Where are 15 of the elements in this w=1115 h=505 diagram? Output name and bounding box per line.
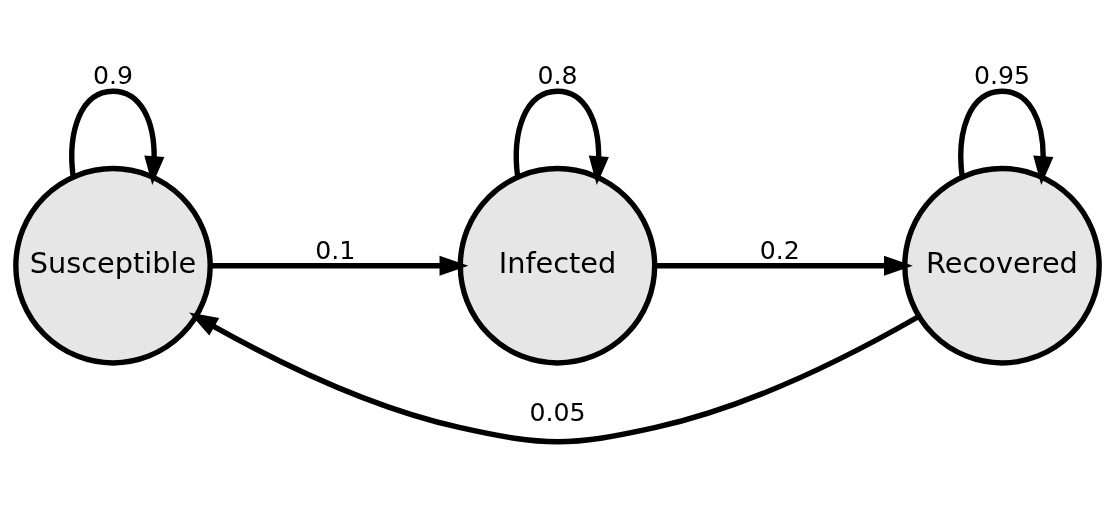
edge-label: 0.9: [92, 60, 134, 90]
arrow: [513, 88, 609, 185]
arrow: [654, 255, 913, 276]
edge-label: 0.8: [537, 60, 578, 90]
edge-label: 0.05: [529, 397, 586, 427]
arrow: [69, 88, 165, 185]
edge-label: 0.2: [759, 235, 800, 265]
node-circle: Infected: [457, 165, 658, 366]
arrow: [210, 255, 469, 276]
arrow: [189, 312, 921, 444]
arrow: [958, 88, 1054, 185]
edge-label: 0.1: [315, 235, 356, 265]
node-circle: Susceptible: [13, 165, 213, 366]
node-circle: Recovered: [902, 165, 1102, 366]
edge-label: 0.95: [973, 60, 1031, 90]
